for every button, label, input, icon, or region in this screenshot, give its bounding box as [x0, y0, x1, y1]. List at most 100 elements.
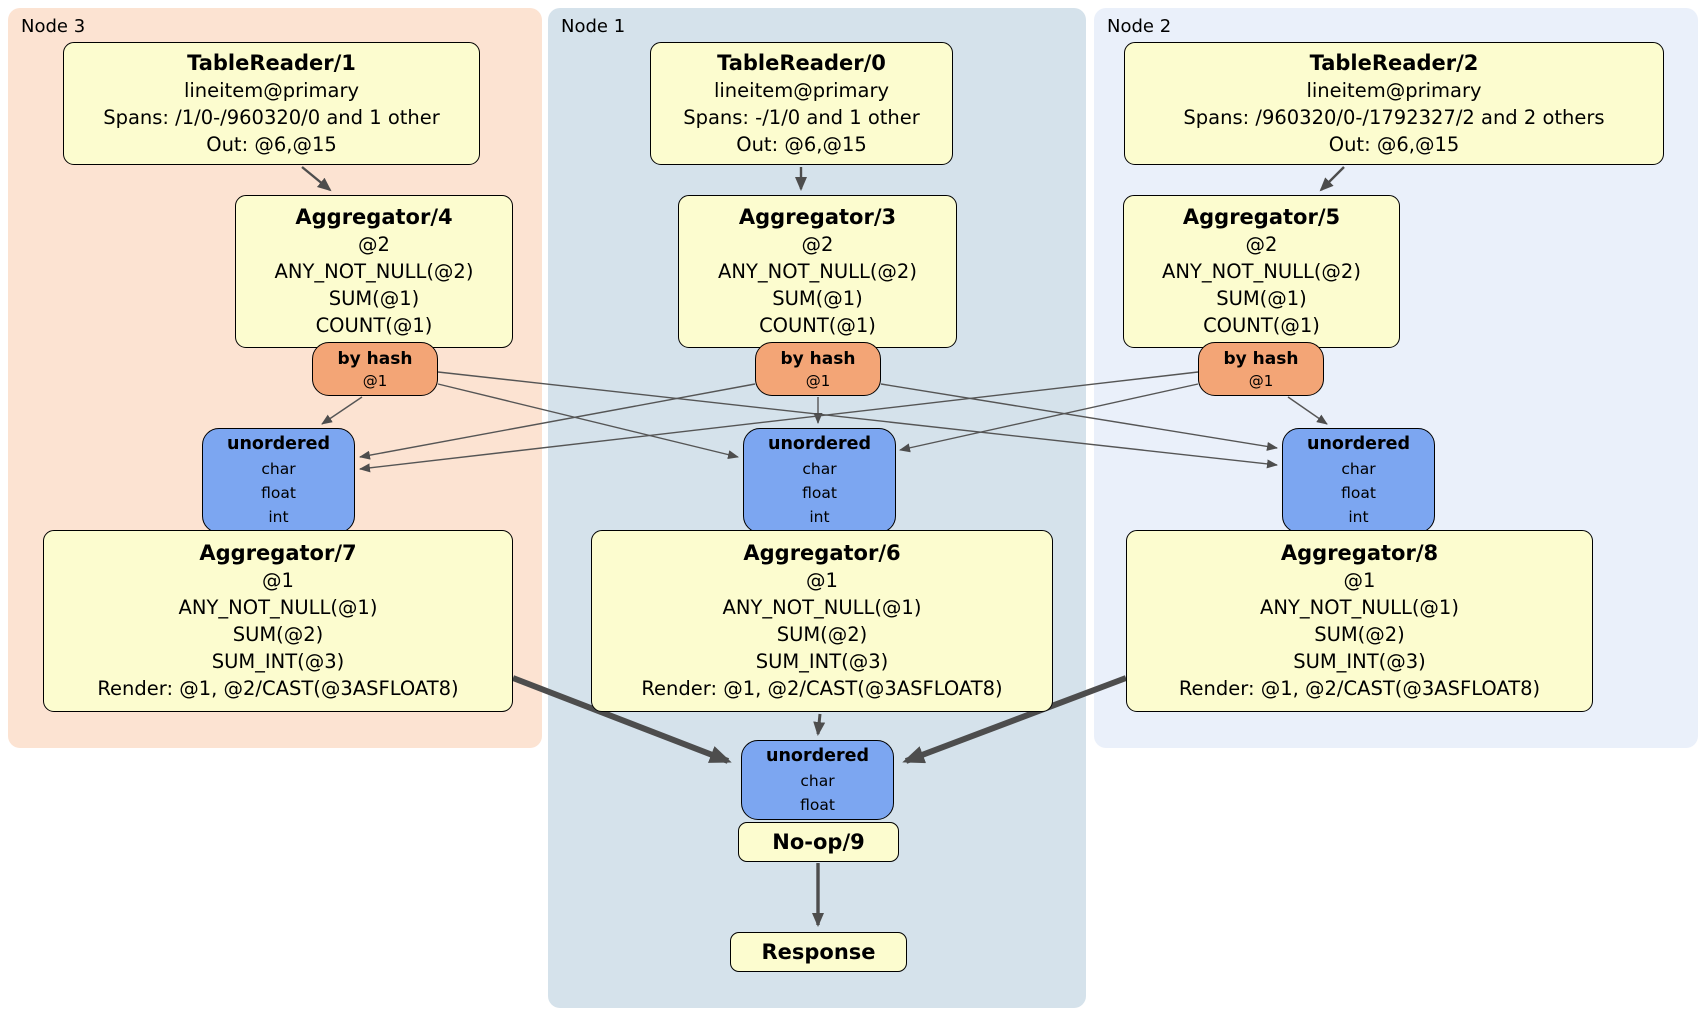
processor-title: Aggregator/6 — [743, 541, 901, 565]
edge-hash1-unord3 — [359, 383, 756, 460]
processor-title: Aggregator/3 — [738, 205, 897, 229]
router-title: by hash — [1223, 348, 1299, 369]
box-line: Render: @1, @2/CAST(@3ASFLOAT8) — [641, 677, 1003, 700]
box-line: SUM_INT(@3) — [755, 650, 889, 673]
box-line: ANY_NOT_NULL(@2) — [274, 260, 474, 283]
edge-tr1-agg4 — [301, 166, 332, 192]
stream-title: unordered — [227, 434, 330, 454]
box-line: @1 — [806, 569, 838, 592]
box-line: SUM(@2) — [1314, 623, 1405, 646]
box-line: @2 — [801, 233, 834, 256]
box-line: lineitem@primary — [1306, 78, 1482, 102]
edge-tr2-agg5 — [1319, 166, 1345, 192]
router-by-hash-node1: by hash @1 — [755, 342, 881, 396]
box-line: int — [1348, 508, 1369, 526]
box-line: SUM_INT(@3) — [211, 650, 345, 673]
processor-title: Aggregator/7 — [199, 541, 357, 565]
box-line: SUM(@1) — [1216, 287, 1307, 310]
box-line: char — [261, 460, 296, 478]
box-line: Render: @1, @2/CAST(@3ASFLOAT8) — [1178, 677, 1541, 700]
box-line: int — [268, 508, 289, 526]
processor-title: TableReader/2 — [1309, 50, 1479, 75]
box-line: @1 — [1343, 569, 1376, 592]
router-detail-lines: @1 — [1249, 371, 1274, 391]
edge-agg6-final — [813, 713, 826, 736]
region-node-3-label: Node 3 — [21, 16, 86, 37]
box-line: ANY_NOT_NULL(@1) — [178, 596, 378, 619]
box-line: char — [802, 460, 837, 478]
region-node-2-label: Node 2 — [1107, 16, 1172, 37]
response-title: Response — [761, 940, 876, 964]
box-line: float — [261, 484, 296, 502]
box-line: @1 — [1248, 371, 1274, 390]
box-line: COUNT(@1) — [1203, 314, 1320, 337]
processor-title: TableReader/0 — [717, 50, 886, 75]
router-by-hash-node2: by hash @1 — [1198, 342, 1324, 396]
box-line: SUM_INT(@3) — [1293, 650, 1426, 673]
stream-detail-lines: char float — [800, 769, 835, 817]
region-node-1-label: Node 1 — [561, 16, 626, 37]
router-detail-lines: @1 — [806, 371, 831, 391]
box-line: @2 — [358, 233, 390, 256]
box-line: float — [800, 795, 835, 814]
box-line: COUNT(@1) — [759, 314, 876, 337]
processor-title: Aggregator/8 — [1280, 541, 1439, 565]
router-title: by hash — [337, 348, 413, 369]
box-line: Out: @6,@15 — [1328, 132, 1460, 156]
router-detail-lines: @1 — [363, 371, 388, 391]
box-line: char — [1341, 460, 1376, 478]
processor-title: TableReader/1 — [187, 50, 356, 75]
stream-detail-lines: char float int — [261, 457, 296, 529]
box-line: lineitem@primary — [183, 78, 360, 102]
box-line: SUM(@1) — [772, 287, 863, 310]
edge-agg7-final — [511, 675, 732, 764]
processor-title: Aggregator/5 — [1182, 205, 1341, 229]
router-title: by hash — [780, 348, 856, 369]
box-line: Render: @1, @2/CAST(@3ASFLOAT8) — [97, 677, 459, 700]
stream-title: unordered — [768, 434, 871, 454]
box-line: @2 — [1245, 233, 1278, 256]
box-line: ANY_NOT_NULL(@2) — [718, 260, 917, 283]
box-line: Out: @6,@15 — [206, 132, 337, 156]
box-line: lineitem@primary — [713, 78, 890, 102]
edge-hash1-unord2 — [880, 383, 1278, 451]
box-line: ANY_NOT_NULL(@1) — [1260, 596, 1459, 619]
box-line: char — [800, 771, 835, 790]
box-line: ANY_NOT_NULL(@2) — [1162, 260, 1361, 283]
response-node: Response — [730, 932, 907, 972]
box-line: Out: @6,@15 — [736, 132, 867, 156]
box-line: Spans: -/1/0 and 1 other — [683, 105, 920, 129]
edge-hash2-unord3 — [359, 371, 1199, 473]
processor-title: Aggregator/4 — [295, 205, 453, 229]
box-line: SUM(@2) — [232, 623, 324, 646]
box-line: @1 — [362, 371, 388, 390]
edge-hash2-unord2 — [1287, 396, 1328, 425]
router-by-hash-node3: by hash @1 — [312, 342, 438, 396]
box-line: SUM(@2) — [776, 623, 868, 646]
edge-agg8-final — [902, 675, 1128, 764]
stream-title: unordered — [766, 745, 869, 766]
box-line: @1 — [805, 371, 831, 390]
box-line: ANY_NOT_NULL(@1) — [722, 596, 922, 619]
